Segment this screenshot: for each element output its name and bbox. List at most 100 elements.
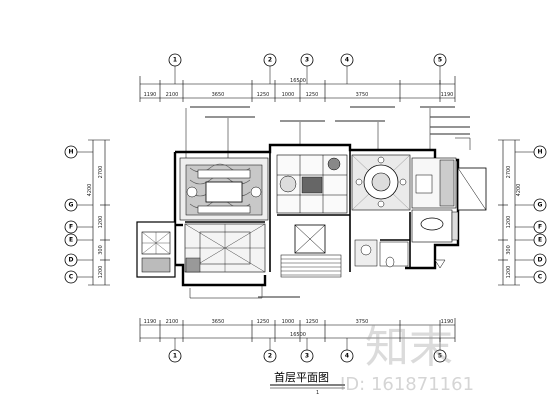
axis-bubble-left-3: F — [64, 220, 78, 234]
dim-right-4: 2700 — [506, 166, 512, 179]
dim-right-2: 300 — [506, 245, 512, 255]
dim-top-7: 3750 — [356, 92, 369, 98]
axis-label-right-6: C — [538, 274, 543, 281]
interior-walls — [185, 150, 411, 272]
dim-top-total: 16500 — [290, 78, 306, 84]
axis-label-left-4: E — [69, 237, 73, 244]
axis-label-top-4: 4 — [345, 57, 349, 64]
axis-bubble-bottom-4: 4 — [340, 349, 354, 363]
axis-label-top-1: 1 — [173, 57, 177, 64]
axis-bubble-bottom-2: 2 — [263, 349, 277, 363]
drawing-title: 首层平面图 — [274, 370, 329, 384]
axis-label-right-3: F — [538, 224, 542, 231]
bottom-axis-lines — [174, 338, 441, 350]
dim-left-total: 4200 — [87, 184, 93, 197]
axis-bubble-top-5: 5 — [433, 53, 447, 67]
dim-top-5: 1000 — [282, 92, 295, 98]
dim-right-1: 1200 — [506, 266, 512, 279]
axis-bubble-left-6: C — [64, 270, 78, 284]
drawing-title-block: 首层平面图 1 — [270, 370, 345, 396]
watermark: 知末 ID: 161871161 — [340, 322, 474, 395]
axis-label-left-3: F — [69, 224, 73, 231]
living-room — [179, 157, 269, 221]
dim-bottom-7: 3750 — [356, 319, 369, 325]
left-axis-lines — [77, 151, 93, 278]
axis-bubble-top-4: 4 — [340, 53, 354, 67]
axis-bubble-left-5: D — [64, 253, 78, 267]
axis-bubble-left-2: G — [64, 198, 78, 212]
axis-bubble-bottom-1: 1 — [168, 349, 182, 363]
left-terrace — [136, 221, 176, 278]
dim-top-8: 1190 — [441, 92, 454, 98]
watermark-id: ID: 161871161 — [340, 374, 474, 395]
right-dimension-chain — [498, 139, 520, 286]
dim-left-4: 2700 — [98, 166, 104, 179]
dim-top-1: 1190 — [144, 92, 157, 98]
axis-label-left-1: H — [68, 149, 73, 156]
axis-label-bottom-2: 2 — [268, 353, 272, 360]
callout-text-lines — [190, 106, 470, 298]
axis-label-right-2: G — [538, 202, 543, 209]
bottom-dimension-chain — [139, 318, 456, 342]
axis-label-bottom-4: 4 — [345, 353, 349, 360]
axis-bubble-right-5: D — [533, 253, 547, 267]
top-axis-lines — [174, 66, 441, 84]
left-dimension-chain — [88, 139, 110, 286]
axis-bubble-left-1: H — [64, 145, 78, 159]
axis-label-bottom-3: 3 — [305, 353, 309, 360]
kitchen — [411, 157, 487, 211]
dim-top-6: 1250 — [306, 92, 319, 98]
axis-bubble-left-4: E — [64, 233, 78, 247]
callout-leaders — [185, 108, 471, 299]
dim-top-2: 2100 — [166, 92, 179, 98]
top-dimension-texts: 1190 2100 3650 1250 1000 1250 3750 1190 … — [144, 78, 454, 98]
dim-bottom-total: 16500 — [290, 332, 306, 338]
bottom-dimension-texts: 1190 2100 3650 1250 1000 1250 3750 1190 … — [144, 319, 454, 338]
axis-label-right-5: D — [538, 257, 543, 264]
axis-bubble-right-1: H — [533, 145, 547, 159]
right-axis-lines — [515, 151, 534, 278]
dim-left-2: 300 — [98, 245, 104, 255]
dim-top-3: 3650 — [212, 92, 225, 98]
axis-bubble-right-6: C — [533, 270, 547, 284]
axis-bubble-right-4: E — [533, 233, 547, 247]
dim-right-3: 1200 — [506, 216, 512, 229]
dim-bottom-8: 1190 — [441, 319, 454, 325]
right-dimension-texts: 1200 300 1200 2700 4200 — [506, 166, 522, 279]
dim-right-total: 4200 — [516, 184, 522, 197]
watermark-brand: 知末 — [365, 322, 453, 373]
dining-room-right — [351, 154, 411, 211]
entry-hall — [184, 223, 266, 273]
axis-bubble-top-1: 1 — [168, 53, 182, 67]
left-dimension-texts: 1200 300 1200 2700 4200 — [87, 166, 104, 279]
dim-bottom-2: 2100 — [166, 319, 179, 325]
dim-bottom-4: 1250 — [257, 319, 270, 325]
axis-bubble-right-3: F — [533, 220, 547, 234]
bathroom — [354, 209, 459, 269]
axis-label-bottom-5: 5 — [438, 353, 442, 360]
staircase — [280, 224, 342, 278]
axis-label-left-5: D — [69, 257, 74, 264]
axis-label-right-1: H — [537, 149, 542, 156]
axis-label-right-4: E — [538, 237, 542, 244]
drawing-scale: 1 — [316, 390, 319, 396]
axis-bubble-top-3: 3 — [300, 53, 314, 67]
axis-label-top-3: 3 — [305, 57, 309, 64]
axis-bubble-top-2: 2 — [263, 53, 277, 67]
dim-bottom-5: 1000 — [282, 319, 295, 325]
dim-bottom-6: 1250 — [306, 319, 319, 325]
dim-bottom-3: 3650 — [212, 319, 225, 325]
dim-left-3: 1200 — [98, 216, 104, 229]
dim-bottom-1: 1190 — [144, 319, 157, 325]
axis-label-left-6: C — [69, 274, 74, 281]
axis-label-top-2: 2 — [268, 57, 272, 64]
axis-label-top-5: 5 — [438, 57, 442, 64]
dim-left-1: 1200 — [98, 266, 104, 279]
axis-label-bottom-1: 1 — [173, 353, 177, 360]
axis-bubble-right-2: G — [533, 198, 547, 212]
axis-bubble-bottom-3: 3 — [300, 349, 314, 363]
dining-area — [276, 154, 348, 214]
axis-label-left-2: G — [69, 202, 74, 209]
